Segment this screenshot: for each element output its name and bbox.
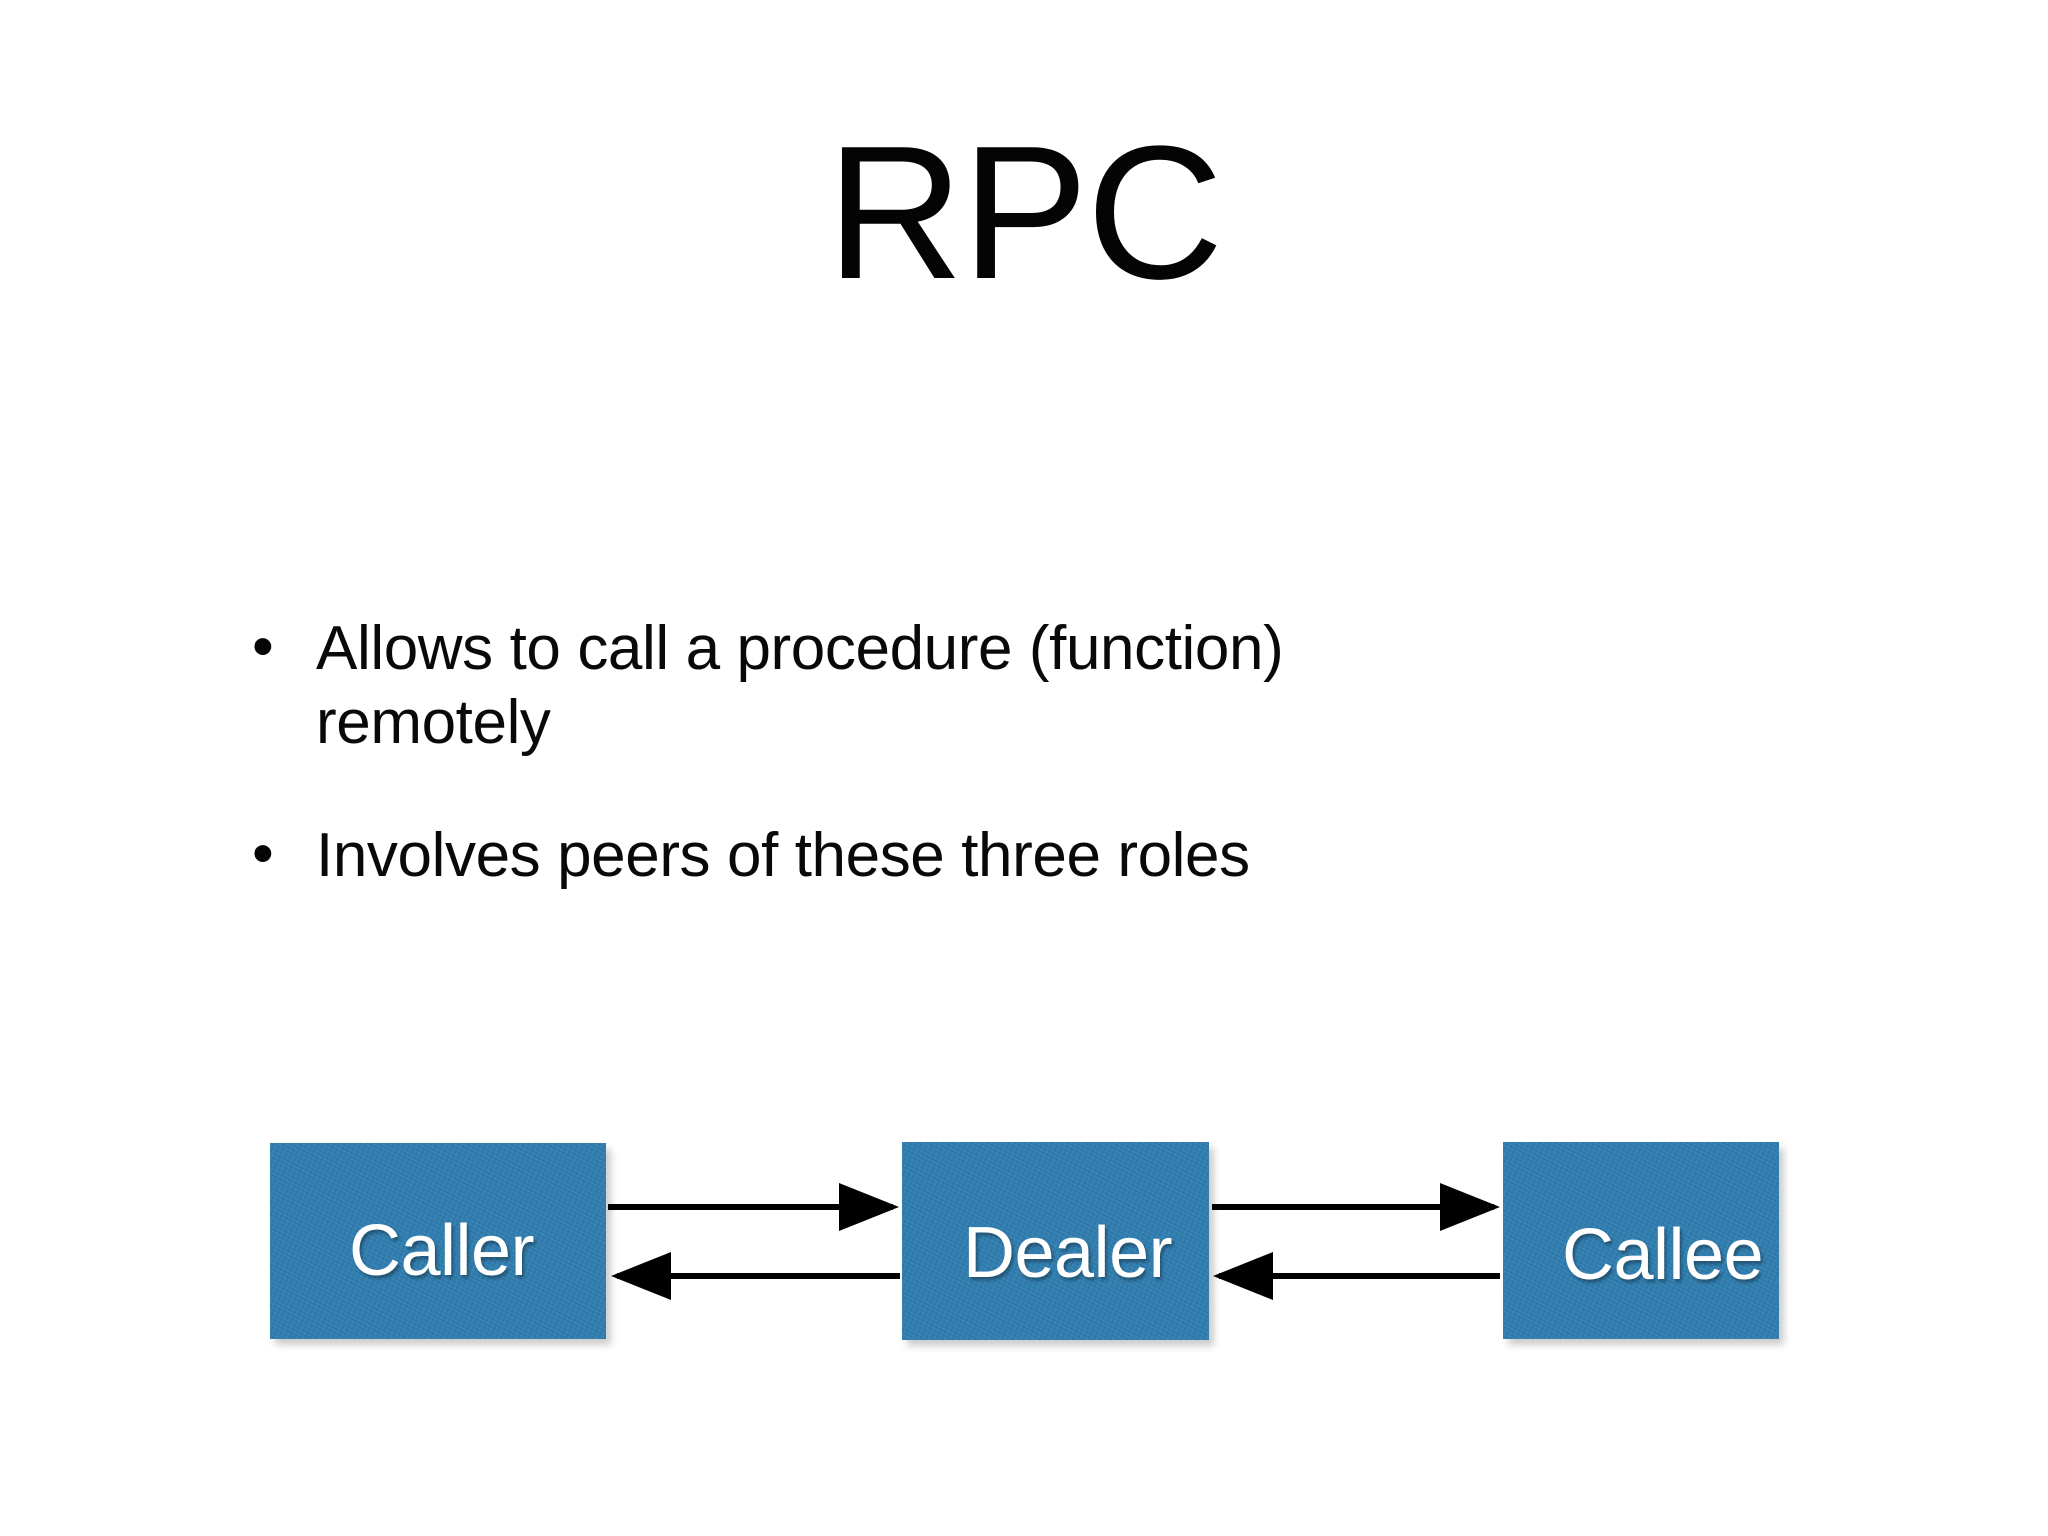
bullet-list: • Allows to call a procedure (function) … — [252, 612, 1672, 951]
bullet-text: Involves peers of these three roles — [316, 820, 1250, 890]
list-item: • Allows to call a procedure (function) … — [252, 612, 1672, 761]
diagram-node-dealer — [902, 1142, 1209, 1340]
diagram-node-dealer-label: Dealer — [963, 1213, 1173, 1293]
bullet-marker-icon: • — [252, 612, 274, 681]
page-title: RPC — [826, 107, 1223, 319]
list-item: • Involves peers of these three roles — [252, 819, 1672, 893]
diagram-node-caller — [270, 1143, 606, 1339]
diagram-node-callee-label: Callee — [1562, 1215, 1764, 1295]
diagram-node-caller-label: Caller — [349, 1211, 535, 1291]
bullet-marker-icon: • — [252, 818, 274, 888]
diagram-node-callee — [1503, 1142, 1779, 1339]
bullet-text: Allows to call a procedure (function) re… — [316, 614, 1284, 758]
